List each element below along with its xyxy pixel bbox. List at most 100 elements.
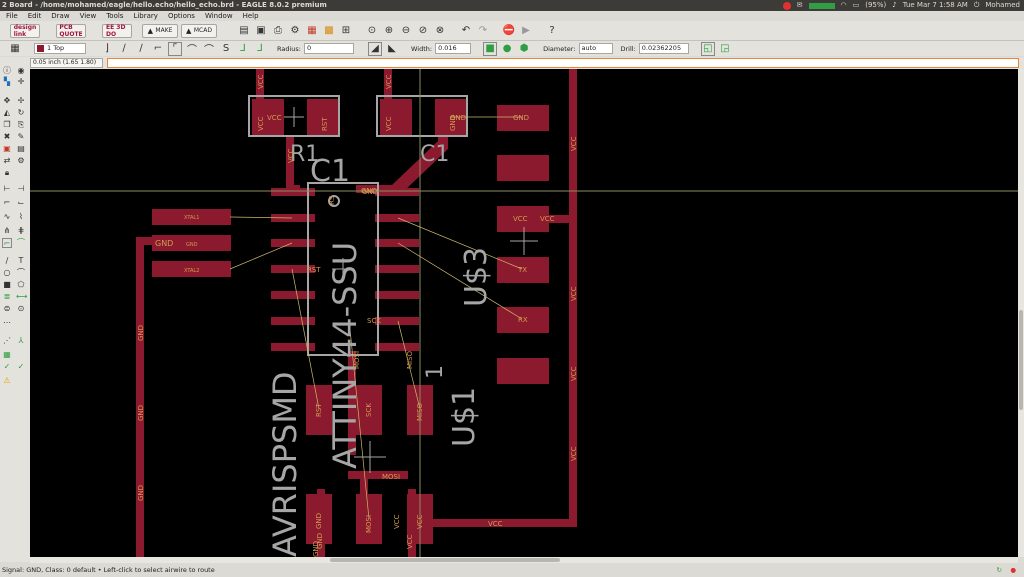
print-icon[interactable]: ⎙ bbox=[274, 25, 282, 36]
bend-style-7-icon[interactable]: S bbox=[222, 43, 230, 54]
bend-style-5-icon[interactable]: ⌒ bbox=[187, 45, 197, 56]
layers-icon[interactable]: ≣ bbox=[3, 292, 11, 301]
zoom-select-icon[interactable]: ⊗ bbox=[435, 25, 445, 36]
miter-round-icon[interactable]: ◢ bbox=[368, 41, 382, 56]
board-canvas[interactable]: R1 C1 C1 U$3 U$1 ATTINY44-SSU AVRISPSMD … bbox=[30, 69, 1018, 557]
move-icon[interactable]: ✥ bbox=[3, 96, 11, 105]
lock-icon[interactable]: 🔒︎ bbox=[4, 168, 10, 177]
bend-style-1-icon[interactable]: ∕ bbox=[122, 43, 126, 54]
ratsnest-icon[interactable]: ⋰ bbox=[3, 336, 11, 345]
indicator-icon[interactable] bbox=[782, 1, 791, 10]
vertex-add-icon[interactable]: ◱ bbox=[700, 41, 715, 56]
change-icon[interactable]: ⚙ bbox=[17, 156, 25, 165]
power-icon[interactable]: ⏻ bbox=[973, 1, 980, 9]
arc-route-icon[interactable]: ⌒ bbox=[17, 238, 25, 247]
width-field[interactable]: 0.016 bbox=[435, 43, 472, 54]
menu-options[interactable]: Options bbox=[167, 12, 195, 20]
mark-icon[interactable]: ✛ bbox=[17, 77, 25, 86]
open-icon[interactable]: ▤ bbox=[239, 25, 249, 36]
mcad-button[interactable]: ▲ MCAD bbox=[181, 23, 217, 38]
board-icon[interactable]: ▩ bbox=[324, 25, 334, 36]
delete-icon[interactable]: ✖ bbox=[3, 132, 11, 141]
help-icon[interactable]: ? bbox=[549, 25, 555, 36]
miter-straight-icon[interactable]: ◣ bbox=[388, 43, 396, 54]
menu-view[interactable]: View bbox=[79, 12, 97, 20]
vertex-rip-icon[interactable]: ◲ bbox=[720, 43, 730, 54]
grid-icon[interactable]: ▦ bbox=[10, 43, 20, 54]
attribute-icon[interactable]: ⊙ bbox=[17, 304, 25, 313]
copy-icon[interactable]: ❐ bbox=[3, 120, 11, 129]
info-icon[interactable]: ⓘ bbox=[3, 66, 11, 75]
via-icon[interactable]: ⟷ bbox=[16, 292, 28, 301]
show-icon[interactable]: ◉ bbox=[17, 66, 25, 75]
undo-icon[interactable]: ↶ bbox=[461, 25, 471, 36]
via-octagon-icon[interactable]: ⬢ bbox=[519, 43, 529, 54]
ulp-icon[interactable]: ⊞ bbox=[341, 25, 351, 36]
rect-icon[interactable]: ■ bbox=[3, 280, 11, 289]
redo-icon[interactable]: ↷ bbox=[478, 25, 488, 36]
rotate-icon[interactable]: ↻ bbox=[17, 108, 25, 117]
via-square-icon[interactable]: ■ bbox=[483, 41, 498, 56]
zoom-previous-icon[interactable]: ⊘ bbox=[418, 25, 428, 36]
layer-select[interactable]: 1 Top bbox=[34, 43, 86, 54]
name-icon[interactable]: ▣ bbox=[3, 144, 11, 153]
diameter-field[interactable]: auto bbox=[578, 43, 613, 54]
smash-icon[interactable]: ⇄ bbox=[3, 156, 11, 165]
design-link-button[interactable]: design link bbox=[10, 23, 40, 38]
hole-icon[interactable]: ⊜ bbox=[3, 304, 11, 313]
vertical-scroll-thumb[interactable] bbox=[1019, 310, 1023, 410]
erc-icon[interactable]: ✓ bbox=[3, 362, 11, 371]
save-icon[interactable]: ▣ bbox=[256, 25, 266, 36]
mail-icon[interactable]: ✉ bbox=[796, 1, 803, 9]
line-icon[interactable]: ∕ bbox=[5, 256, 9, 265]
cam-icon[interactable]: ⚙ bbox=[290, 25, 300, 36]
zoom-fit-icon[interactable]: ⊙ bbox=[367, 25, 377, 36]
bend-style-9-icon[interactable]: ⅃ bbox=[257, 43, 263, 54]
bend-style-3-icon[interactable]: ⌐ bbox=[153, 43, 163, 54]
warning-icon[interactable]: ⚠ bbox=[3, 376, 11, 385]
bend-style-8-icon[interactable]: ⅃ bbox=[240, 43, 246, 54]
dimension-icon[interactable]: ⋯ bbox=[3, 318, 11, 327]
menu-window[interactable]: Window bbox=[204, 12, 233, 20]
drill-field[interactable]: 0.02362205 bbox=[638, 43, 689, 54]
battery-icon[interactable]: ▭ bbox=[852, 1, 860, 9]
wifi-icon[interactable]: ◠ bbox=[840, 1, 847, 9]
user-name[interactable]: Mohamed bbox=[985, 1, 1020, 9]
circle-icon[interactable]: ○ bbox=[3, 268, 11, 277]
value-icon[interactable]: ▤ bbox=[17, 144, 25, 153]
menu-help[interactable]: Help bbox=[242, 12, 259, 20]
go-icon[interactable]: ▶ bbox=[522, 25, 530, 36]
via-round-icon[interactable]: ● bbox=[502, 43, 512, 54]
route-icon[interactable]: ⌐ bbox=[3, 198, 11, 207]
fanout-icon[interactable]: ⋔ bbox=[3, 226, 11, 235]
bend-style-2-icon[interactable]: ∕ bbox=[139, 43, 143, 54]
schematic-icon[interactable]: ▦ bbox=[307, 25, 317, 36]
route-airwire-icon[interactable]: ⅄ bbox=[18, 336, 24, 345]
split-icon[interactable]: ⊢ bbox=[3, 184, 11, 193]
paste-icon[interactable]: ⎘ bbox=[17, 120, 25, 129]
text-icon[interactable]: T bbox=[18, 256, 24, 265]
menu-edit[interactable]: Edit bbox=[27, 12, 42, 20]
status-stop-icon[interactable]: ● bbox=[1010, 566, 1016, 574]
mirror-icon[interactable]: ◭ bbox=[3, 108, 11, 117]
volume-icon[interactable]: ♪ bbox=[892, 1, 897, 9]
command-input[interactable] bbox=[107, 58, 1019, 68]
menu-file[interactable]: File bbox=[6, 12, 18, 20]
menu-library[interactable]: Library bbox=[133, 12, 158, 20]
drc-icon[interactable]: ✓ bbox=[17, 362, 25, 371]
bend-style-0-icon[interactable]: ⌋ bbox=[105, 43, 109, 54]
polygon-icon[interactable]: ⬠ bbox=[17, 280, 25, 289]
pcb-quote-button[interactable]: PCB QUOTE bbox=[56, 23, 86, 38]
arc-icon[interactable]: ⌒ bbox=[17, 268, 25, 277]
wrench-icon[interactable]: ✎ bbox=[17, 132, 25, 141]
move-group-icon[interactable]: ✢ bbox=[17, 96, 25, 105]
radius-field[interactable]: 0 bbox=[304, 43, 354, 54]
horizontal-scroll-thumb[interactable] bbox=[330, 558, 560, 562]
slice-icon[interactable]: ⌇ bbox=[19, 212, 23, 221]
meander-icon[interactable]: ∿ bbox=[3, 212, 11, 221]
menu-draw[interactable]: Draw bbox=[51, 12, 70, 20]
zoom-in-icon[interactable]: ⊕ bbox=[384, 25, 394, 36]
stop-icon[interactable]: ⛔ bbox=[502, 25, 516, 36]
ee-3d-button[interactable]: EE 3D DO bbox=[102, 23, 132, 38]
group-icon[interactable]: ▦ bbox=[3, 350, 11, 359]
